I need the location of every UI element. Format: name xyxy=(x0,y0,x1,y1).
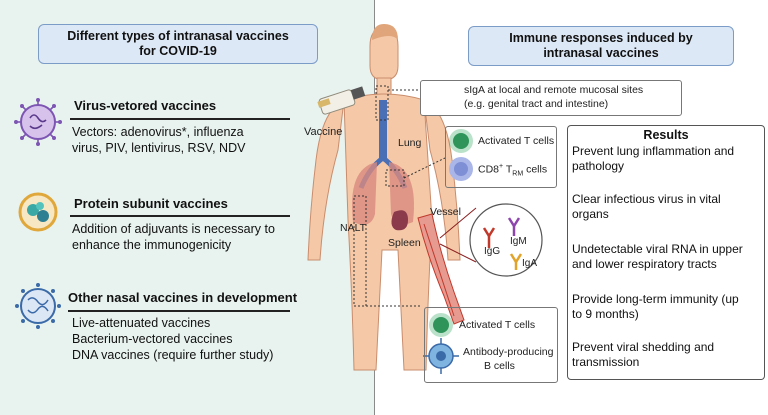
results-title: Results xyxy=(643,128,689,142)
other-vaccine-icon xyxy=(15,283,61,329)
results-box: Results Prevent lung inflammation and pa… xyxy=(567,125,765,380)
nalt-label: NALT xyxy=(340,222,367,234)
vessel-connector-lines xyxy=(439,207,477,263)
lung-activated-t-cells-label: Activated T cells xyxy=(478,135,555,147)
lung-cell-box xyxy=(445,126,557,188)
right-title-line1: Immune responses induced by xyxy=(509,31,693,45)
result-item-4: Provide long-term immunity (up to 9 mont… xyxy=(572,292,762,322)
cd8-text: CD8 xyxy=(478,163,500,176)
section-protein-title: Protein subunit vaccines xyxy=(74,196,228,211)
section-other-line3: DNA vaccines (require further study) xyxy=(72,348,274,362)
vaccine-spray-icon xyxy=(317,86,366,115)
left-title-line2: for COVID-19 xyxy=(139,44,217,58)
protein-subunit-icon xyxy=(18,192,58,232)
vessel-label: Vessel xyxy=(430,206,461,218)
respiratory-system xyxy=(352,100,414,225)
spleen-organ xyxy=(391,210,408,231)
result-item-5-line1: Prevent viral shedding and xyxy=(572,340,715,354)
cd8-cells-text: cells xyxy=(523,163,548,176)
spleen-t-cell-icon xyxy=(429,313,453,337)
virus-vector-icon xyxy=(14,98,62,146)
igm-label: IgM xyxy=(510,236,527,247)
siga-box xyxy=(420,80,682,116)
section-other-line2: Bacterium-vectored vaccines xyxy=(72,332,233,346)
lung-label: Lung xyxy=(398,137,422,149)
section-protein-line1: Addition of adjuvants is necessary to xyxy=(72,222,275,236)
spleen-label: Spleen xyxy=(388,237,421,249)
nose-highlight-box xyxy=(375,85,389,121)
section-virus-line2: virus, PIV, lentivirus, RSV, NDV xyxy=(72,141,246,155)
result-item-1: Prevent lung inflammation and pathology xyxy=(572,144,762,174)
section-other-line1: Live-attenuated vaccines xyxy=(72,316,211,330)
igg-icon xyxy=(482,227,496,248)
igg-label: IgG xyxy=(484,246,501,257)
siga-line1: sIgA at local and remote mucosal sites xyxy=(464,84,644,96)
spleen-cell-box xyxy=(424,307,558,383)
section-protein-desc: Addition of adjuvants is necessary to en… xyxy=(72,221,275,253)
section-other-rule xyxy=(68,310,290,312)
connector-lines xyxy=(366,89,446,307)
iga-label: IgA xyxy=(522,258,538,269)
section-other-title: Other nasal vaccines in development xyxy=(68,290,298,305)
section-other-desc: Live-attenuated vaccines Bacterium-vecto… xyxy=(72,315,273,363)
result-item-2-line1: Clear infectious virus in vital xyxy=(572,192,721,206)
result-item-2: Clear infectious virus in vital organs xyxy=(572,192,762,222)
cd8-t-text: T xyxy=(503,163,513,176)
result-item-5-line2: transmission xyxy=(572,355,640,369)
spleen-activated-t-cells-label: Activated T cells xyxy=(459,319,536,331)
result-item-1-line2: pathology xyxy=(572,159,625,173)
result-item-4-line1: Provide long-term immunity (up xyxy=(572,292,739,306)
result-item-5: Prevent viral shedding and transmission xyxy=(572,340,762,370)
nalt-highlight-box xyxy=(353,195,367,307)
result-item-1-line1: Prevent lung inflammation and xyxy=(572,144,735,158)
rm-subscript: RM xyxy=(512,170,524,178)
section-virus-rule xyxy=(70,118,290,120)
cd8-plus-superscript: + xyxy=(499,163,504,170)
antibody-producing-line2: B cells xyxy=(484,360,515,372)
section-protein-line2: enhance the immunogenicity xyxy=(72,238,232,252)
result-item-3-line1: Undetectable viral RNA in upper xyxy=(572,242,743,256)
antibody-circle xyxy=(469,203,543,277)
section-protein-rule xyxy=(70,215,290,217)
siga-line2: (e.g. genital tract and intestine) xyxy=(464,98,609,110)
result-item-4-line2: to 9 months) xyxy=(572,307,639,321)
right-title-line2: intranasal vaccines xyxy=(543,46,659,60)
result-item-3-line2: and lower respiratory tracts xyxy=(572,257,717,271)
cd8-trm-cell-icon xyxy=(449,157,473,181)
b-cell-icon xyxy=(423,338,459,374)
cd8-trm-label: CD8+ TRM cells xyxy=(478,163,547,178)
section-virus-line1: Vectors: adenovirus*, influenza xyxy=(72,125,244,139)
result-item-3: Undetectable viral RNA in upper and lowe… xyxy=(572,242,762,272)
vessel-illustration xyxy=(417,213,465,325)
result-item-2-line2: organs xyxy=(572,207,609,221)
section-virus-desc: Vectors: adenovirus*, influenza virus, P… xyxy=(72,124,245,156)
left-title-line1: Different types of intranasal vaccines xyxy=(67,29,289,43)
igm-icon xyxy=(507,217,521,236)
section-virus-title: Virus-vetored vaccines xyxy=(74,98,217,113)
vaccine-label: Vaccine xyxy=(304,126,343,138)
antibody-producing-line1: Antibody-producing xyxy=(463,346,554,358)
activated-t-cell-icon xyxy=(449,129,473,153)
right-title-box: Immune responses induced by intranasal v… xyxy=(468,26,734,66)
iga-icon xyxy=(509,253,523,270)
left-title-box: Different types of intranasal vaccines f… xyxy=(38,24,318,64)
